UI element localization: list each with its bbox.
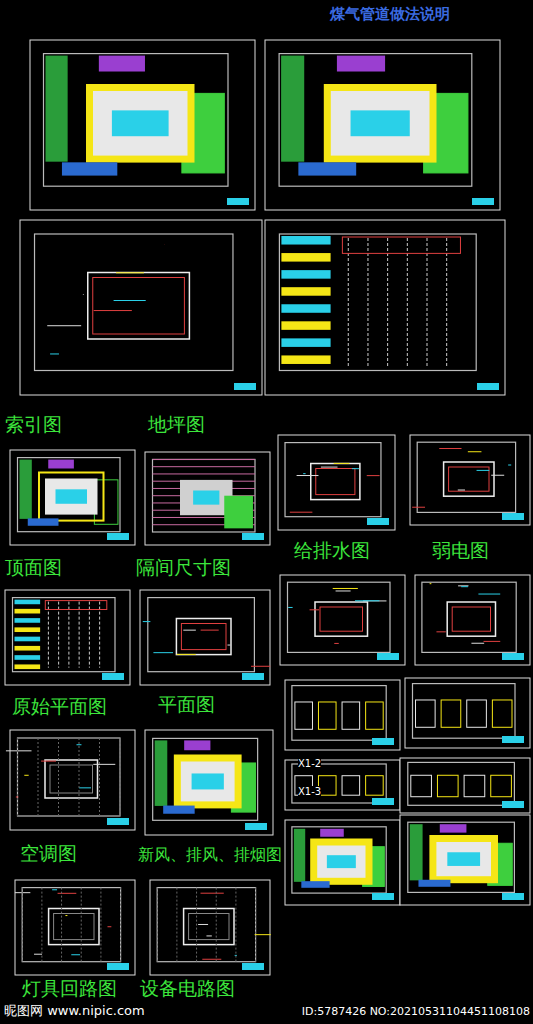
cad-sheet [400,815,530,905]
cad-sheet [145,452,270,545]
cad-sheet [285,680,400,750]
cad-sheet [265,40,500,210]
drawing-caption: 弱电图 [432,540,489,562]
detail-tag: X1-3 [298,786,321,798]
cad-sheet [285,820,400,905]
cad-sheet [6,730,135,830]
drawing-caption: 空调图 [20,843,77,865]
cad-sheet [405,678,530,748]
cad-sheet [140,590,270,685]
drawing-caption: 给排水图 [294,540,370,562]
cad-sheet [278,435,395,530]
cad-sheet [280,575,405,665]
cad-sheet [30,40,255,210]
cad-sheet [20,220,262,395]
watermark: ID:5787426 NO:20210531104451108108 [302,1006,530,1019]
cad-sheet [410,435,530,525]
drawing-caption: 索引图 [5,414,62,436]
cad-sheet [10,450,135,545]
cad-sheet [415,575,530,665]
detail-tag: X1-2 [298,758,321,770]
drawing-caption: 新风、排风、排烟图 [138,846,282,864]
cad-sheet [150,880,271,975]
drawing-caption: 平面图 [158,694,215,716]
cad-sheet [265,220,505,395]
drawing-caption: 原始平面图 [12,696,107,718]
drawing-caption: 隔间尺寸图 [136,557,231,579]
drawing-caption: 顶面图 [5,557,62,579]
sheet-title: 煤气管道做法说明 [330,6,450,23]
drawing-caption: 设备电路图 [140,978,235,1000]
drawing-caption: 灯具回路图 [22,978,117,1000]
cad-sheet [145,730,273,835]
cad-sheet [400,758,530,813]
cad-sheet [5,590,130,685]
drawing-caption: 地坪图 [148,414,205,436]
watermark: 昵图网 www.nipic.com [4,1004,145,1019]
cad-sheet [15,880,135,975]
